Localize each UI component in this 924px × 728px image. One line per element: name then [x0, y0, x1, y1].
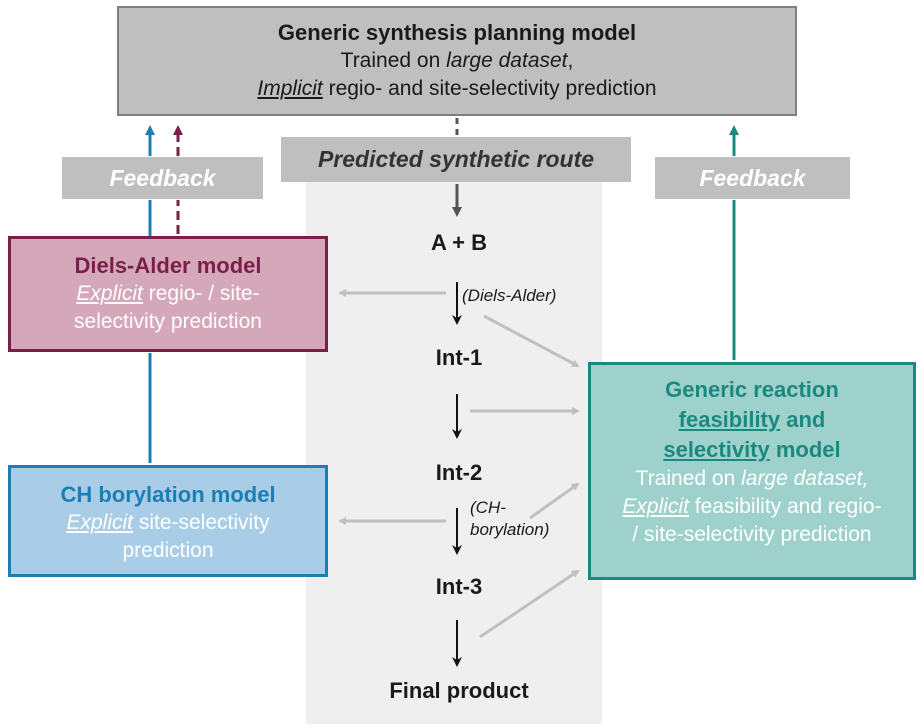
- route-node-final-product: Final product: [389, 678, 529, 703]
- generic-line-5-rest: feasibility and regio-: [688, 495, 882, 518]
- ch-borylation-model-box: CH borylation model Explicit site-select…: [8, 465, 328, 577]
- step-label-ch-line-2: borylation): [470, 520, 550, 539]
- ch-borylation-line-2-rest: site-selectivity: [133, 511, 270, 534]
- generic-selectivity-label: selectivity: [663, 437, 770, 462]
- planner-line-3-rest: regio- and site-selectivity prediction: [322, 77, 657, 100]
- generic-title-line-3: selectivity model: [591, 435, 913, 465]
- arrow-int3-to-generic: [479, 569, 580, 639]
- planner-line-2-suffix: ,: [567, 49, 574, 72]
- ch-borylation-title: CH borylation model: [60, 482, 276, 507]
- ch-borylation-explicit-label: Explicit: [66, 511, 133, 534]
- ch-borylation-line-3: prediction: [122, 539, 214, 562]
- diels-alder-explicit-label: Explicit: [76, 282, 143, 305]
- feedback-label-right: Feedback: [655, 157, 850, 199]
- generic-title-line-2-rest: and: [780, 407, 826, 432]
- route-panel: [306, 182, 602, 724]
- generic-title-line-1: Generic reaction: [665, 377, 839, 402]
- route-node-int-1: Int-1: [435, 345, 483, 370]
- generic-title-line-2: feasibility and: [591, 405, 913, 435]
- diels-alder-line-3: selectivity prediction: [74, 310, 262, 333]
- generic-explicit-label: Explicit: [622, 495, 689, 518]
- planner-implicit-label: Implicit: [257, 77, 323, 100]
- diels-alder-model-box: Diels-Alder model Explicit regio- / site…: [8, 236, 328, 352]
- route-node-ab: A + B: [430, 230, 488, 255]
- planner-line-2-emphasis: large dataset: [446, 49, 568, 72]
- diels-alder-line-2: Explicit regio- / site-: [11, 280, 325, 308]
- arrow-int2-to-generic: [529, 482, 580, 520]
- planner-line-3: Implicit regio- and site-selectivity pre…: [119, 75, 795, 103]
- route-label: Predicted synthetic route: [281, 137, 631, 182]
- planner-line-2: Trained on large dataset,: [119, 47, 795, 75]
- diels-alder-title: Diels-Alder model: [74, 253, 262, 278]
- ch-borylation-line-2: Explicit site-selectivity: [11, 509, 325, 537]
- step-label-ch-borylation: (CH- borylation): [470, 497, 549, 541]
- route-node-int-3: Int-3: [435, 574, 483, 599]
- generic-feasibility-label: feasibility: [678, 407, 781, 432]
- step-label-diels-alder: (Diels-Alder): [462, 286, 557, 305]
- arrow-da-to-generic: [483, 314, 580, 368]
- generic-line-4: Trained on large dataset,: [591, 465, 913, 493]
- generic-line-4-prefix: Trained on: [635, 467, 742, 490]
- synthesis-planner-box: Generic synthesis planning model Trained…: [117, 6, 797, 116]
- route-node-int-2: Int-2: [435, 460, 483, 485]
- planner-line-2-prefix: Trained on: [340, 49, 447, 72]
- planner-title: Generic synthesis planning model: [277, 20, 637, 45]
- generic-reaction-model-box: Generic reaction feasibility and selecti…: [588, 362, 916, 580]
- generic-line-4-emphasis: large dataset,: [741, 467, 869, 490]
- generic-line-6: / site-selectivity prediction: [632, 523, 872, 546]
- generic-line-5: Explicit feasibility and regio-: [591, 493, 913, 521]
- step-label-ch-line-1: (CH-: [470, 498, 506, 517]
- diels-alder-line-2-rest: regio- / site-: [142, 282, 260, 305]
- feedback-label-left: Feedback: [62, 157, 263, 199]
- generic-title-line-3-rest: model: [769, 437, 841, 462]
